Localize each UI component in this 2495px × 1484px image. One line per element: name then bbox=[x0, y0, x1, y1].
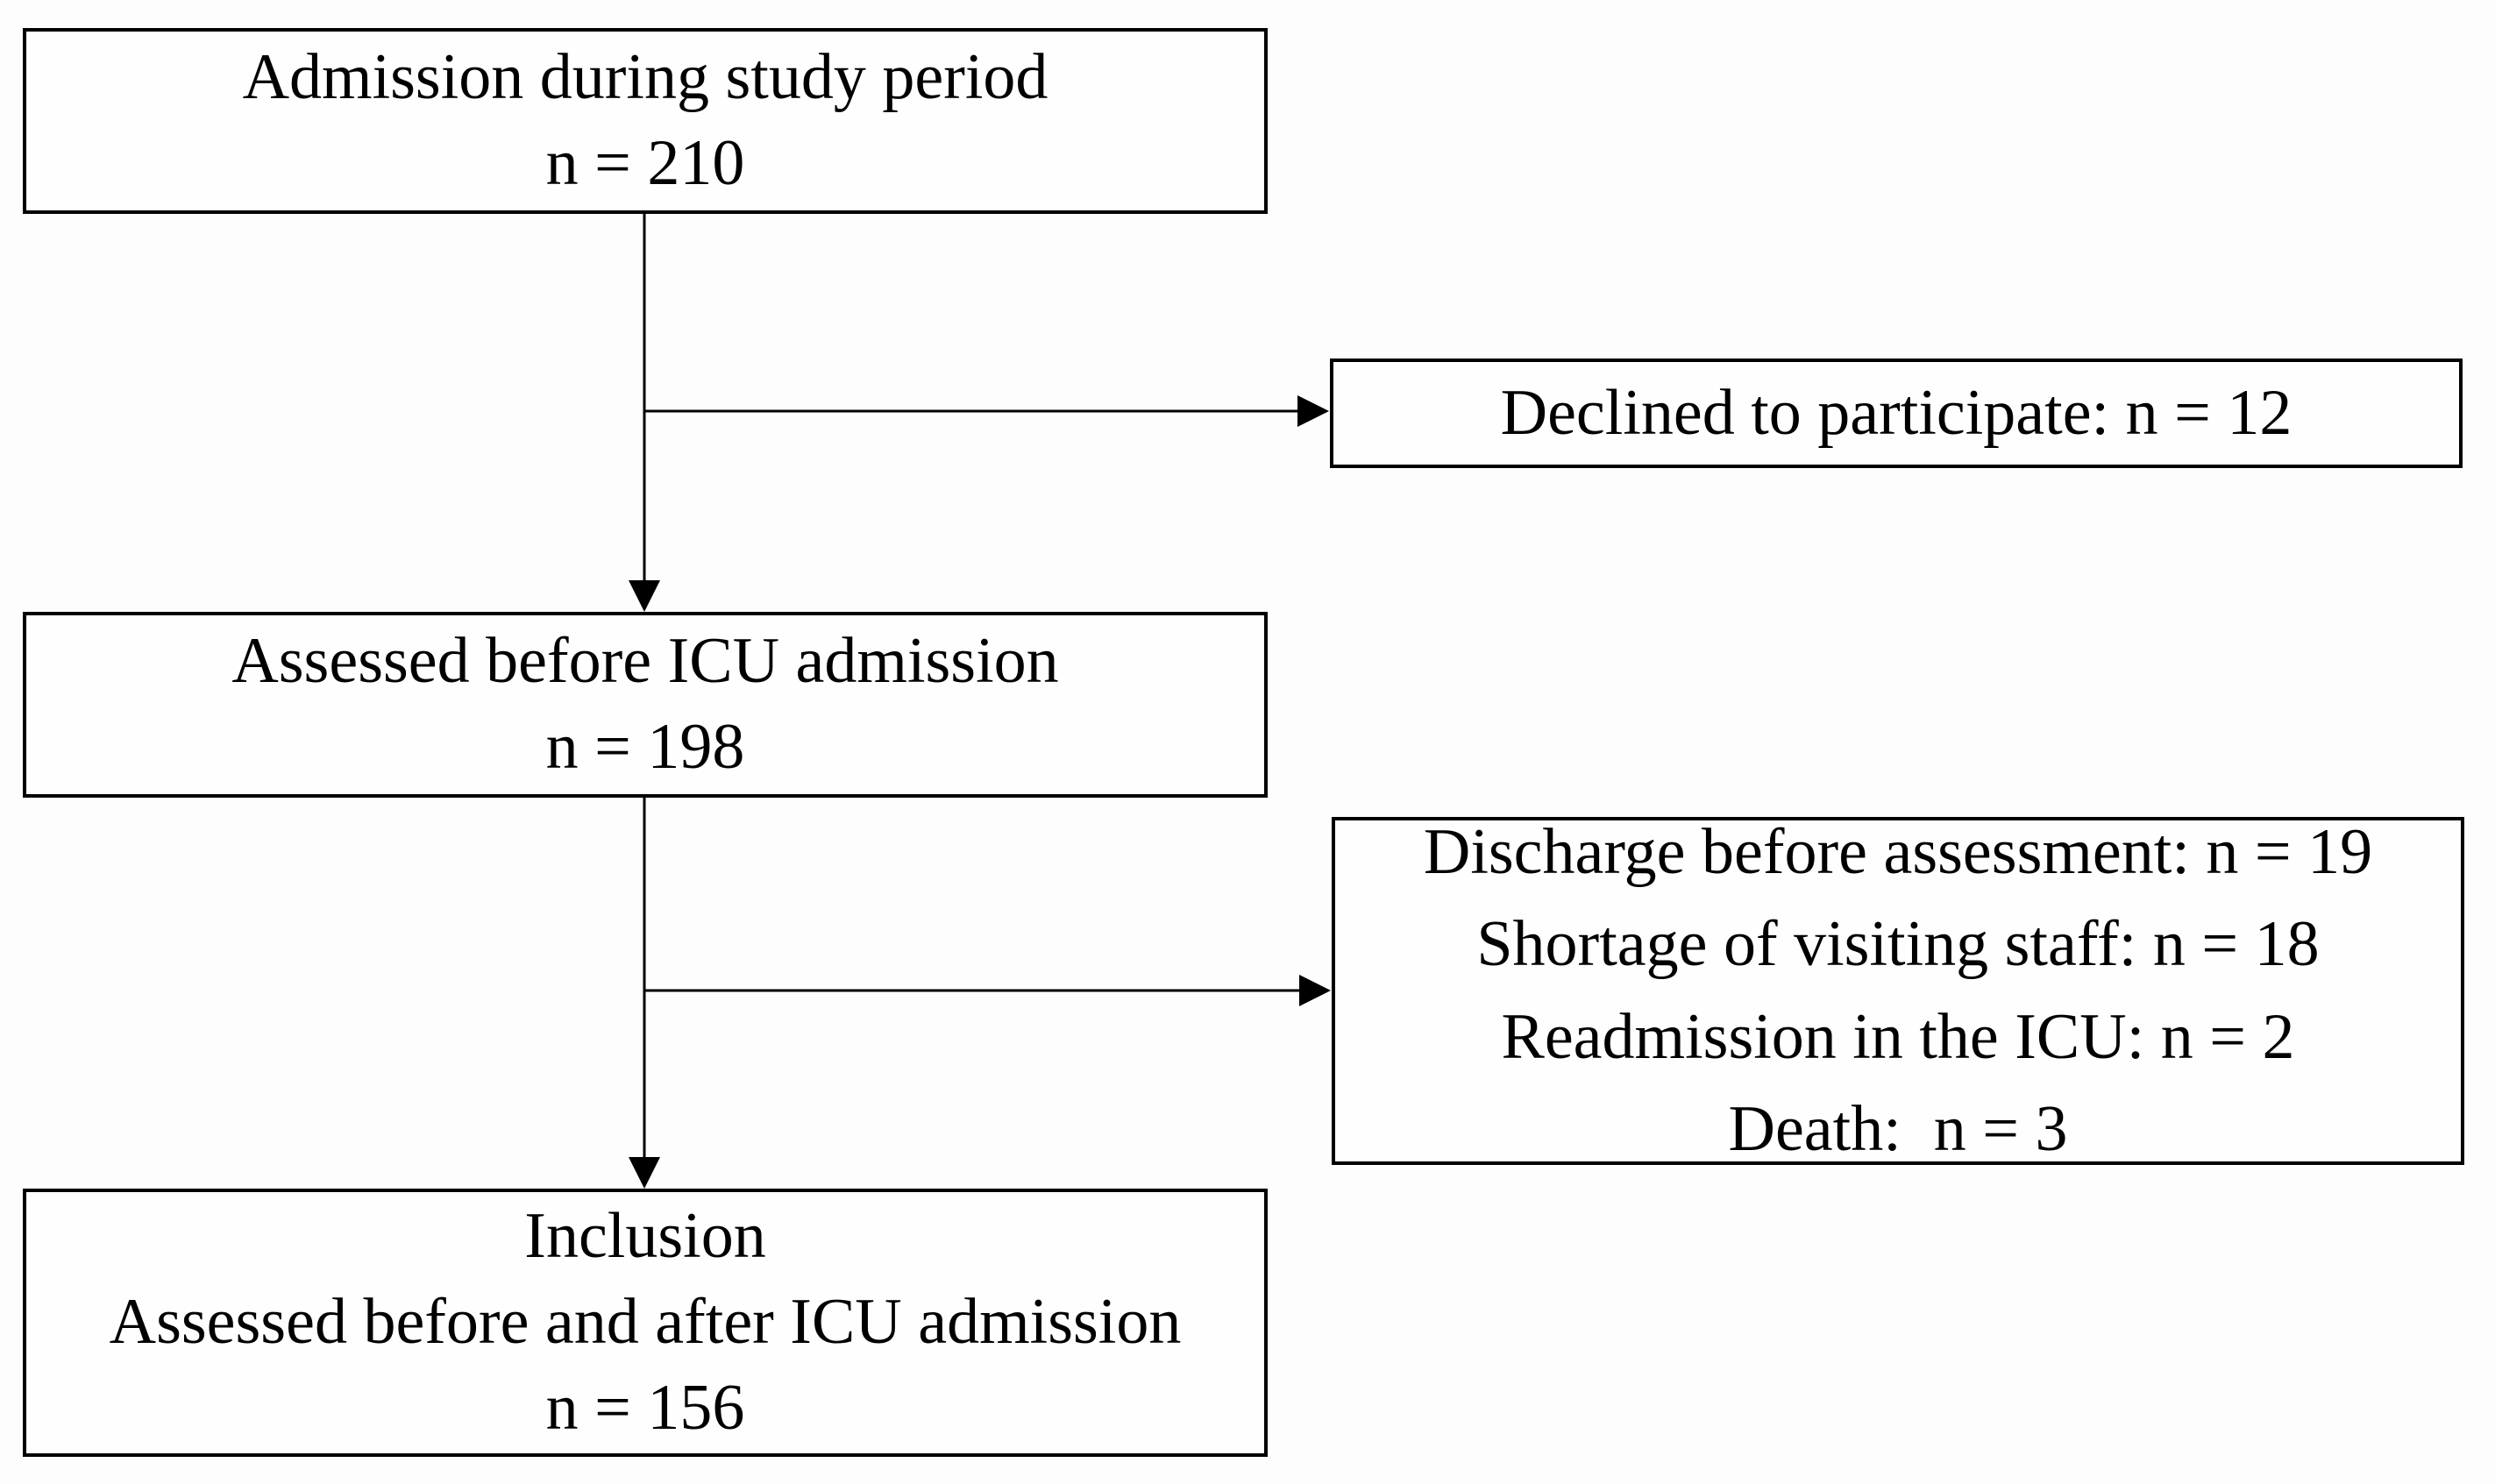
box-declined-text: Declined to participate: n = 12 bbox=[1500, 376, 2292, 449]
excluded-reason-readmission: Readmission in the ICU: n = 2 bbox=[1501, 1000, 2295, 1073]
arrowhead-right-declined bbox=[1297, 395, 1329, 427]
box-declined-to-participate: Declined to participate: n = 12 bbox=[1330, 359, 2463, 468]
box-assessed-title: Assessed before ICU admission bbox=[231, 625, 1059, 698]
box-inclusion-title: Inclusion bbox=[524, 1200, 766, 1273]
excluded-reason-shortage: Shortage of visiting staff: n = 18 bbox=[1476, 908, 2320, 981]
box-assessed-before-icu-admission: Assessed before ICU admission n = 198 bbox=[23, 612, 1268, 798]
arrowhead-down-inclusion bbox=[629, 1157, 660, 1189]
box-inclusion-count: n = 156 bbox=[545, 1371, 745, 1444]
arrowhead-right-excluded bbox=[1299, 975, 1331, 1006]
excluded-reason-death: Death: n = 3 bbox=[1728, 1092, 2068, 1165]
box-admission-title: Admission during study period bbox=[242, 41, 1048, 114]
box-admission-during-study-period: Admission during study period n = 210 bbox=[23, 28, 1268, 214]
box-inclusion-subtitle: Assessed before and after ICU admission bbox=[109, 1286, 1182, 1359]
arrowhead-down-assessed bbox=[629, 580, 660, 612]
box-exclusion-reasons: Discharge before assessment: n = 19 Shor… bbox=[1332, 816, 2464, 1165]
box-admission-count: n = 210 bbox=[545, 127, 745, 199]
box-assessed-count: n = 198 bbox=[545, 711, 745, 783]
excluded-reason-discharge: Discharge before assessment: n = 19 bbox=[1423, 816, 2373, 889]
box-inclusion: Inclusion Assessed before and after ICU … bbox=[23, 1189, 1268, 1457]
